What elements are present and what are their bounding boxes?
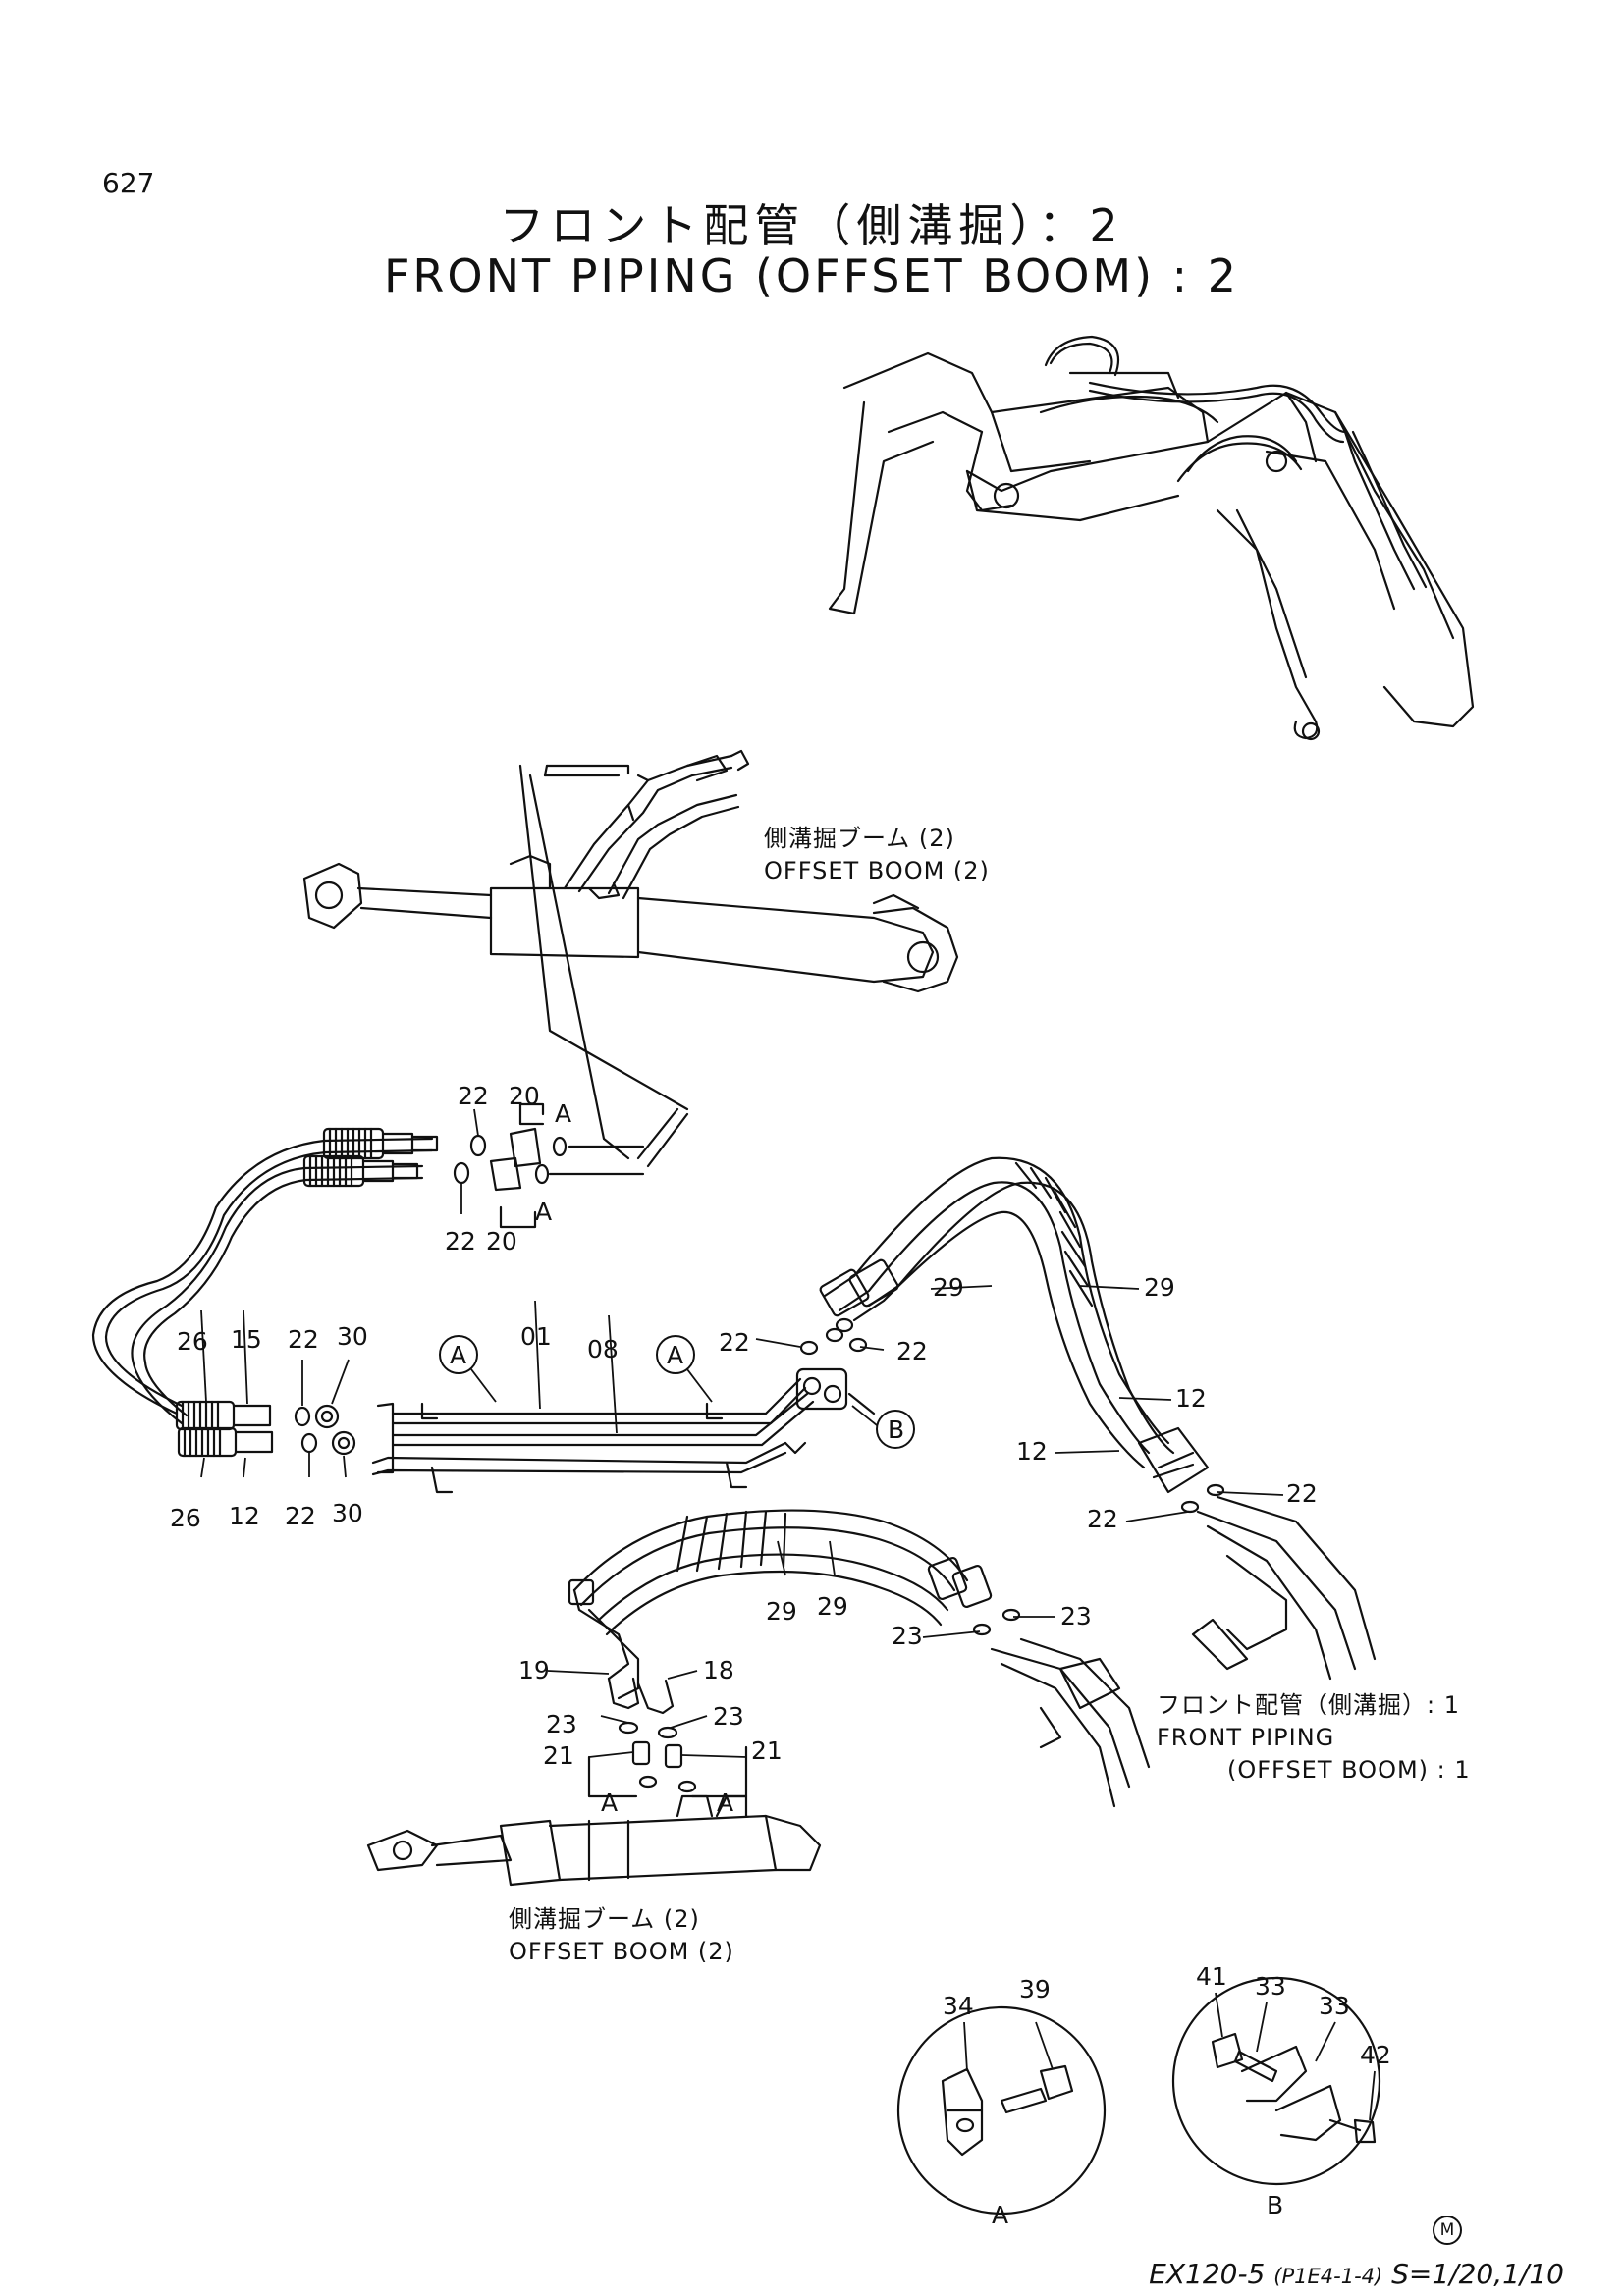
callout-33: 33	[1319, 1992, 1350, 2020]
callout-23: 23	[713, 1702, 744, 1731]
callout-01: 01	[520, 1322, 552, 1351]
callout-12: 12	[1016, 1437, 1048, 1466]
ref-circle-a2: A	[667, 1341, 683, 1369]
callout-23: 23	[546, 1710, 577, 1738]
detail-b-label: B	[1267, 2191, 1283, 2219]
caption-front-piping-ref-en2: (OFFSET BOOM) : 1	[1227, 1756, 1471, 1784]
caption-front-piping-ref-en1: FRONT PIPING	[1157, 1724, 1334, 1751]
ref-a-upper2: A	[535, 1198, 552, 1226]
caption-offset-boom-top-jp: 側溝掘ブーム (2)	[764, 825, 955, 852]
hoses-upper-left	[91, 1102, 645, 1425]
callout-12: 12	[1175, 1384, 1207, 1413]
page-title-jp: フロント配管（側溝掘）：2	[499, 199, 1124, 252]
caption-front-piping-ref-jp: フロント配管（側溝掘）: 1	[1157, 1691, 1460, 1719]
callout-22: 22	[445, 1227, 476, 1255]
spiral-hoses-lower	[568, 1509, 1151, 1808]
callout-33: 33	[1255, 1972, 1286, 2001]
callout-29: 29	[1144, 1273, 1175, 1302]
ref-a-lower1: A	[601, 1789, 618, 1817]
page-number: 627	[102, 167, 155, 199]
page-title-en: FRONT PIPING (OFFSET BOOM) : 2	[383, 249, 1240, 302]
callout-22: 22	[1286, 1479, 1318, 1508]
callout-22: 22	[719, 1328, 750, 1357]
callout-22: 22	[288, 1325, 319, 1354]
ref-a-upper1: A	[555, 1099, 571, 1128]
footer-code: (P1E4-1-4)	[1273, 2265, 1383, 2288]
callout-30: 30	[337, 1322, 368, 1351]
callout-39: 39	[1019, 1975, 1051, 2003]
leader-lines	[200, 1108, 1376, 2121]
callout-12: 12	[229, 1502, 260, 1530]
callout-29: 29	[766, 1597, 797, 1626]
footer: EX120-5 (P1E4-1-4) S=1/20,1/10	[1149, 2258, 1564, 2290]
callout-23: 23	[1060, 1602, 1092, 1630]
detail-a-clamp	[896, 2005, 1107, 2216]
machine-overview-illustration	[828, 335, 1475, 741]
callout-34: 34	[943, 1992, 974, 2020]
callout-29: 29	[933, 1273, 964, 1302]
callout-22: 22	[1087, 1505, 1118, 1533]
callout-26: 26	[177, 1327, 208, 1356]
lower-fittings	[587, 1677, 748, 1798]
hose-end-fittings-left	[175, 1400, 356, 1458]
steel-pipes-01-08	[371, 1317, 876, 1494]
callout-42: 42	[1360, 2041, 1391, 2069]
callout-29: 29	[817, 1592, 848, 1621]
offset-boom-cylinder-upper	[302, 749, 959, 1168]
spiral-hoses-right	[819, 1156, 1377, 1681]
callout-22: 22	[458, 1082, 489, 1110]
callout-30: 30	[332, 1499, 363, 1527]
callout-23: 23	[892, 1622, 923, 1650]
offset-boom-cylinder-lower	[366, 1794, 822, 1887]
callout-21: 21	[751, 1736, 783, 1765]
detail-ref-circles	[439, 1335, 915, 1449]
footer-scale: S=1/20,1/10	[1391, 2258, 1564, 2290]
ref-a-lower2: A	[717, 1789, 733, 1817]
callout-22: 22	[896, 1337, 928, 1365]
caption-offset-boom-bottom-jp: 側溝掘ブーム (2)	[509, 1905, 700, 1933]
callout-26: 26	[170, 1504, 201, 1532]
detail-b-clamp	[1171, 1976, 1381, 2186]
callout-08: 08	[587, 1335, 619, 1363]
ref-circle-b: B	[888, 1415, 904, 1444]
ref-circle-a1: A	[450, 1341, 466, 1369]
callout-15: 15	[231, 1325, 262, 1354]
callout-41: 41	[1196, 1962, 1227, 1991]
callout-20: 20	[486, 1227, 517, 1255]
footer-model: EX120-5	[1149, 2258, 1266, 2290]
callout-20: 20	[509, 1082, 540, 1110]
callout-19: 19	[518, 1656, 550, 1684]
callout-21: 21	[543, 1741, 574, 1770]
caption-offset-boom-top-en: OFFSET BOOM (2)	[764, 857, 990, 884]
callout-22: 22	[285, 1502, 316, 1530]
caption-offset-boom-bottom-en: OFFSET BOOM (2)	[509, 1938, 734, 1965]
m-mark-icon: M	[1433, 2216, 1462, 2245]
detail-a-label: A	[992, 2201, 1008, 2229]
callout-18: 18	[703, 1656, 734, 1684]
